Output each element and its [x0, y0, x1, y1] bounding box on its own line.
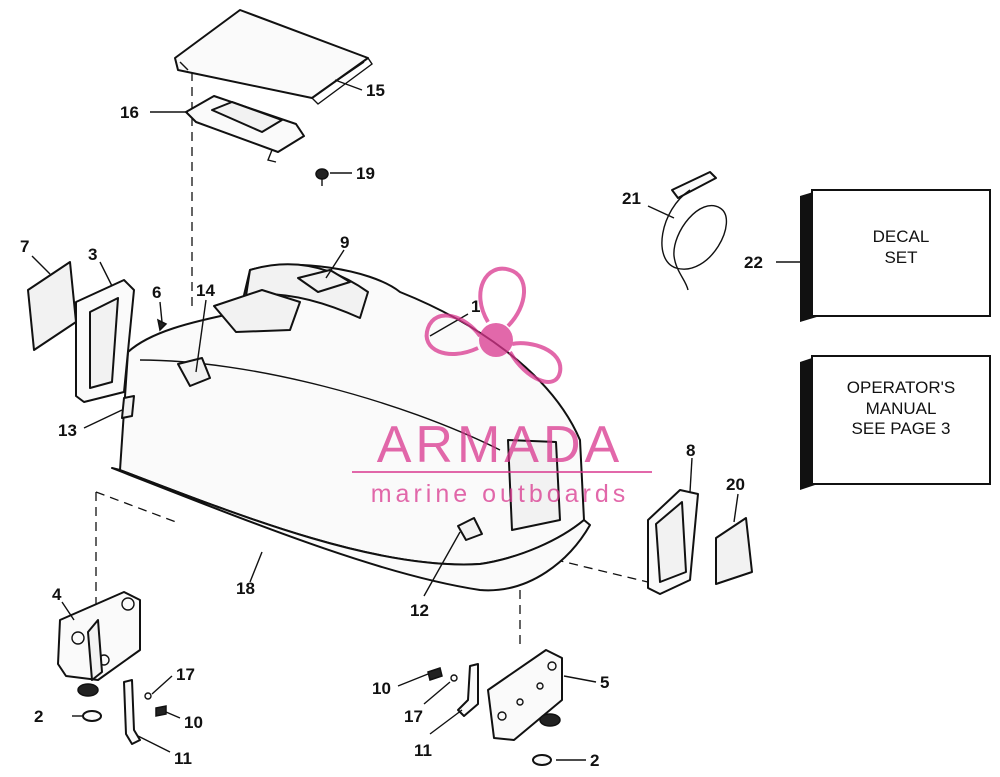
callout-6: 6	[152, 283, 161, 302]
callout-12: 12	[410, 601, 429, 620]
left-hardware-part	[123, 679, 167, 745]
callout-5: 5	[600, 673, 609, 692]
callout-10b: 10	[184, 713, 203, 732]
callout-17b: 17	[404, 707, 423, 726]
right-bracket-part	[487, 649, 563, 741]
callout-11b: 11	[414, 741, 432, 760]
cover-frame-part	[185, 95, 305, 163]
grommet-part	[82, 710, 552, 766]
callout-15: 15	[366, 81, 385, 100]
callout-4: 4	[52, 585, 62, 604]
cable-part	[661, 171, 728, 291]
callout-1: 1	[471, 297, 480, 316]
callout-3: 3	[88, 245, 97, 264]
armada-watermark: ARMADA marine outboards	[352, 266, 652, 508]
callout-7: 7	[20, 237, 29, 256]
propeller-logo-icon	[424, 266, 563, 384]
callout-18: 18	[236, 579, 255, 598]
decal-plate-part	[27, 261, 77, 351]
watermark-brand: ARMADA	[377, 416, 623, 474]
callout-21: 21	[622, 189, 641, 208]
callout-17a: 17	[176, 665, 195, 684]
callout-22: 22	[744, 253, 763, 272]
leader-lines	[31, 79, 800, 761]
decal-set-label-line2: SET	[884, 248, 917, 267]
screw-part	[315, 168, 329, 186]
callout-16: 16	[120, 103, 139, 122]
top-cover-part	[174, 9, 373, 105]
callout-13: 13	[58, 421, 77, 440]
side-plate-part	[75, 279, 135, 403]
callout-9: 9	[340, 233, 349, 252]
callout-20: 20	[726, 475, 745, 494]
callout-11a: 11	[174, 749, 192, 768]
engine-cover-part	[111, 263, 591, 592]
callout-19: 19	[356, 164, 375, 183]
callout-14: 14	[196, 281, 215, 300]
right-plate-part	[647, 489, 699, 595]
manual-label-line2: MANUAL	[866, 399, 937, 418]
callout-2b: 2	[590, 751, 599, 770]
callout-10a: 10	[372, 679, 391, 698]
right-decal-part	[715, 517, 753, 585]
watermark-tagline: marine outboards	[371, 480, 630, 508]
callout-numbers: 1 2 2 3 4 5 6 7 8 9 10 10 11 11 12 13 14…	[20, 81, 763, 770]
left-bracket-part	[57, 591, 141, 697]
manual-label-line3: SEE PAGE 3	[852, 419, 951, 438]
operators-manual-box: OPERATOR'S MANUAL SEE PAGE 3	[800, 355, 991, 490]
right-hardware-part	[427, 663, 479, 717]
decal-set-label-line1: DECAL	[873, 227, 930, 246]
callout-2a: 2	[34, 707, 43, 726]
callout-8: 8	[686, 441, 695, 460]
manual-label-line1: OPERATOR'S	[847, 378, 955, 397]
decal-set-box: DECAL SET	[800, 189, 991, 322]
